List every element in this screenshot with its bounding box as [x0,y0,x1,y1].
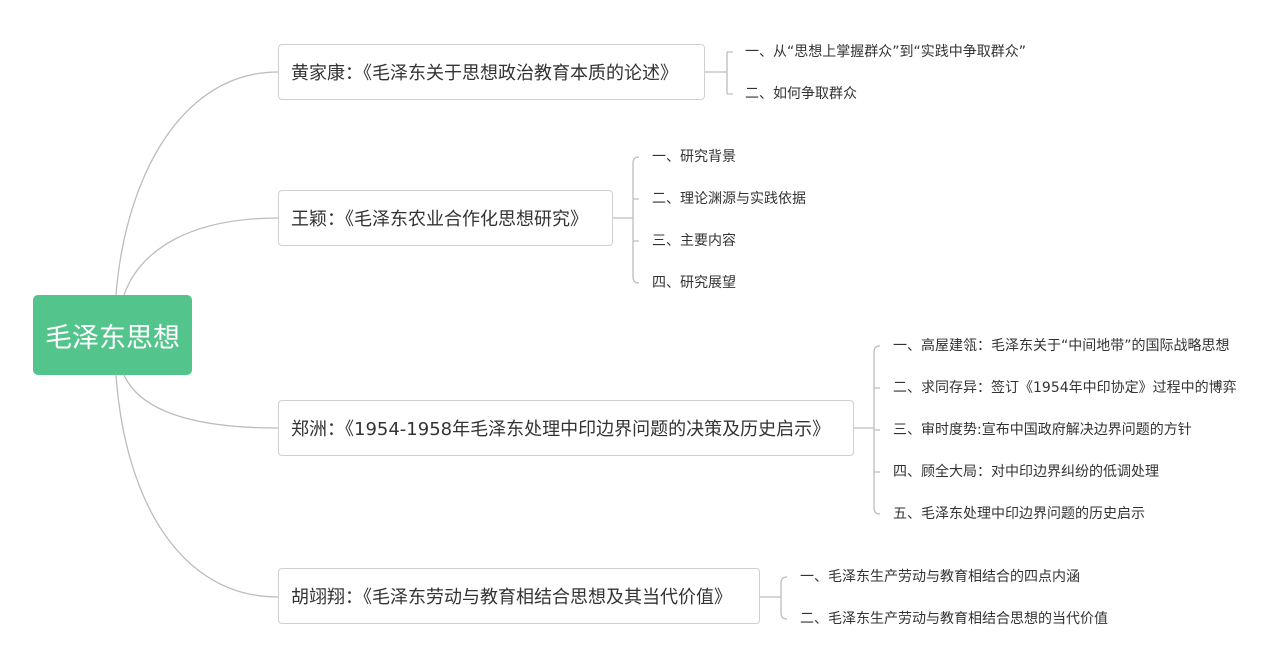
child-node[interactable]: 三、审时度势:宣布中国政府解决边界问题的方针 [893,422,1192,438]
child-node[interactable]: 一、研究背景 [652,149,736,165]
child-node[interactable]: 二、毛泽东生产劳动与教育相结合思想的当代价值 [800,611,1108,627]
branch-node-4[interactable]: 胡翊翔：《毛泽东劳动与教育相结合思想及其当代价值》 [278,568,760,624]
child-node[interactable]: 一、高屋建瓴：毛泽东关于“中间地带”的国际战略思想 [893,338,1230,354]
branch-node-1[interactable]: 黄家康：《毛泽东关于思想政治教育本质的论述》 [278,44,705,100]
child-node[interactable]: 二、求同存异：签订《1954年中印协定》过程中的博弈 [893,380,1237,396]
branch-node-2[interactable]: 王颖：《毛泽东农业合作化思想研究》 [278,190,613,246]
child-node[interactable]: 三、主要内容 [652,233,736,249]
branch-node-3[interactable]: 郑洲：《1954-1958年毛泽东处理中印边界问题的决策及历史启示》 [278,400,854,456]
root-node[interactable]: 毛泽东思想 [33,295,192,375]
child-node[interactable]: 一、从“思想上掌握群众”到“实践中争取群众” [745,44,1027,60]
child-node[interactable]: 四、顾全大局：对中印边界纠纷的低调处理 [893,464,1159,480]
child-node[interactable]: 二、理论渊源与实践依据 [652,191,806,207]
child-node[interactable]: 一、毛泽东生产劳动与教育相结合的四点内涵 [800,569,1080,585]
child-node[interactable]: 四、研究展望 [652,275,736,291]
child-node[interactable]: 五、毛泽东处理中印边界问题的历史启示 [893,506,1145,522]
child-node[interactable]: 二、如何争取群众 [745,86,857,102]
